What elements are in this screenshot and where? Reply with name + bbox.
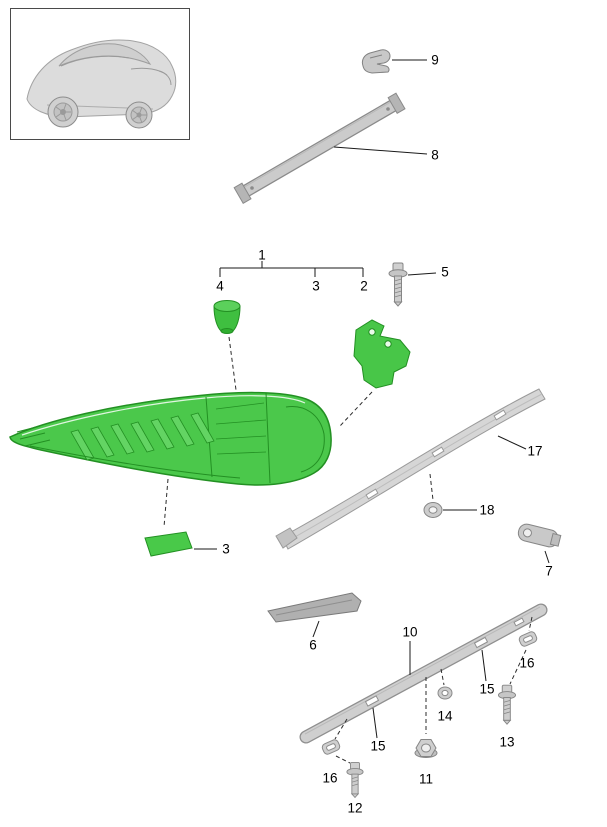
part-1-tail-light-drawing [9,391,332,486]
car-wheels [47,96,153,129]
part-7-support-drawing [517,523,562,548]
dashed-assembly-lines [163,336,533,764]
callout-part-3-upper[interactable]: 3 [312,278,320,294]
part-14-washer-drawing [437,686,453,700]
part-6-reflector-drawing [267,592,362,623]
callout-part-8[interactable]: 8 [431,147,439,163]
callout-part-17[interactable]: 17 [527,443,543,459]
part-10-strip-drawing [299,603,548,744]
callout-part-14[interactable]: 14 [437,708,453,724]
callout-part-2[interactable]: 2 [360,278,368,294]
tail-light-louvers [70,412,215,461]
callout-part-11[interactable]: 11 [418,771,434,787]
callout-part-18[interactable]: 18 [479,502,495,518]
part-8-rail-drawing [233,92,406,204]
part-4-grommet-drawing [213,300,241,334]
part-17-trim-strip-drawing [275,388,546,550]
part-13-screw-drawing [497,684,517,725]
callout-part-3-lower[interactable]: 3 [222,541,230,557]
callout-part-15-right[interactable]: 15 [479,681,495,697]
callout-part-1[interactable]: 1 [258,247,266,263]
callout-part-5[interactable]: 5 [441,264,449,280]
callout-part-7[interactable]: 7 [545,563,553,579]
callout-part-13[interactable]: 13 [499,734,515,750]
vehicle-thumbnail [10,8,190,140]
part-11-nut-drawing [414,739,438,758]
callout-part-15-left[interactable]: 15 [370,738,386,754]
callout-part-4[interactable]: 4 [216,278,224,294]
part-16-clip-left-drawing [321,739,341,755]
callout-part-12[interactable]: 12 [347,800,363,816]
part-16-clip-right-drawing [518,631,538,647]
part-3-plate-drawing [144,531,193,557]
callout-part-10[interactable]: 10 [402,624,418,640]
part-12-screw-drawing [346,761,364,799]
part-5-screw-drawing [388,262,408,307]
part-9-clip-drawing [361,49,391,74]
callout-part-16-right[interactable]: 16 [519,655,535,671]
callout-part-6[interactable]: 6 [309,637,317,653]
callout-part-9[interactable]: 9 [431,52,439,68]
leader-lines [194,59,550,739]
part-18-grommet-drawing [423,502,443,518]
part-2-bracket-drawing [353,319,411,389]
vehicle-sketch [26,39,177,129]
callout-part-16-left[interactable]: 16 [322,770,338,786]
